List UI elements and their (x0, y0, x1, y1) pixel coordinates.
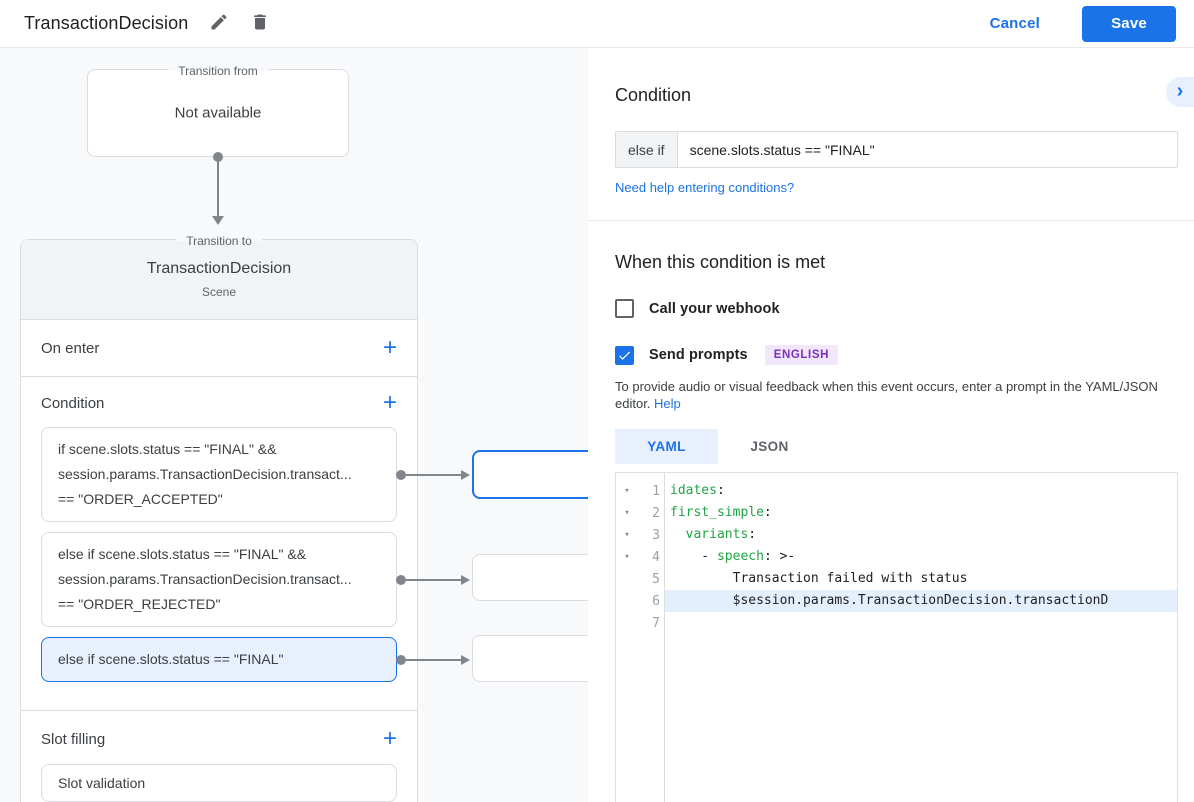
transition-target-node-1[interactable] (472, 450, 588, 499)
editor-code-area: idates: first_simple: variants: - speech:… (665, 473, 1177, 802)
condition-expression-input[interactable] (677, 132, 1177, 167)
line-number: 4 (652, 549, 660, 565)
code-line: variants: (685, 527, 757, 542)
code-line: first_simple: (670, 505, 772, 520)
add-on-enter-button[interactable] (383, 338, 397, 358)
transition-target-node-2[interactable] (472, 554, 588, 601)
scene-card-header[interactable]: TransactionDecision Scene (21, 240, 417, 320)
send-prompts-checkbox[interactable] (615, 345, 634, 365)
tab-yaml[interactable]: YAML (615, 429, 718, 464)
flow-canvas: Transition from Not available Transition… (0, 48, 588, 802)
transition-from-legend: Transition from (88, 62, 348, 80)
arrow-down-icon (212, 216, 224, 225)
transition-target-node-3[interactable] (472, 635, 588, 682)
condition-card[interactable]: else if scene.slots.status == "FINAL" (41, 637, 470, 682)
transition-from-value: Not available (174, 104, 262, 122)
line-number: 3 (652, 527, 660, 543)
code-line (665, 612, 1177, 634)
help-link[interactable]: Help (654, 396, 681, 411)
scene-type-label: Scene (201, 285, 237, 299)
condition-input-group: else if (615, 131, 1178, 168)
line-number: 1 (652, 483, 660, 499)
slot-filling-section: Slot filling Slot validation (21, 711, 417, 802)
connector-arrow (396, 469, 470, 480)
main-area: Transition from Not available Transition… (0, 48, 1194, 802)
transition-to-card: Transition to TransactionDecision Scene … (20, 234, 470, 802)
code-line: Transaction failed with status (670, 571, 968, 586)
condition-handlers-section: When this condition is met Call your web… (588, 252, 1194, 802)
add-slot-button[interactable] (383, 729, 397, 749)
top-bar: TransactionDecision Cancel Save (0, 0, 1194, 48)
editor-gutter: ▾ 1 ▾ 2 ▾ 3 ▾ 4 5 6 7 (616, 473, 665, 802)
condition-card[interactable]: else if scene.slots.status == "FINAL" &&… (41, 532, 470, 627)
add-condition-button[interactable] (383, 393, 397, 413)
conditions-help-link[interactable]: Need help entering conditions? (615, 180, 795, 195)
condition-header-section: Condition else if Need help entering con… (588, 48, 1194, 221)
on-enter-section: On enter (21, 320, 417, 377)
slot-filling-label: Slot filling (41, 730, 106, 748)
code-line: $session.params.TransactionDecision.tran… (665, 590, 1177, 612)
trash-icon (250, 12, 270, 35)
send-prompts-row: Send prompts ENGLISH (615, 345, 1178, 365)
line-number: 6 (652, 593, 660, 609)
language-badge: ENGLISH (764, 345, 839, 365)
condition-card[interactable]: if scene.slots.status == "FINAL" &&sessi… (41, 427, 470, 522)
panel-title: Condition (615, 85, 692, 105)
slot-filling-header: Slot filling (41, 727, 397, 751)
checkmark-icon (619, 350, 631, 360)
page-title: TransactionDecision (24, 13, 189, 33)
edit-button[interactable] (209, 12, 229, 35)
transition-from-node: Transition from Not available (87, 64, 349, 157)
condition-list: if scene.slots.status == "FINAL" &&sessi… (41, 427, 470, 682)
fold-toggle-icon[interactable]: ▾ (624, 486, 630, 496)
connector-arrow (396, 574, 470, 585)
webhook-label: Call your webhook (649, 300, 780, 317)
yaml-code-editor[interactable]: ▾ 1 ▾ 2 ▾ 3 ▾ 4 5 6 7 idates: first_simple: variant… (615, 472, 1178, 802)
flow-connector-line (217, 157, 219, 217)
condition-detail-panel: Condition else if Need help entering con… (588, 48, 1194, 802)
pencil-icon (209, 12, 229, 35)
topbar-actions: Cancel Save (989, 5, 1176, 42)
connector-arrow (396, 654, 470, 665)
delete-button[interactable] (250, 12, 270, 35)
line-number: 2 (652, 505, 660, 521)
collapse-panel-button[interactable] (1166, 77, 1194, 107)
line-number: 7 (652, 615, 660, 631)
slot-validation-card[interactable]: Slot validation (41, 764, 397, 802)
send-prompts-label: Send prompts (649, 347, 748, 363)
webhook-row: Call your webhook (615, 299, 1178, 318)
line-number: 5 (652, 571, 660, 587)
condition-prefix: else if (616, 132, 678, 167)
fold-toggle-icon[interactable]: ▾ (624, 530, 630, 540)
cancel-button[interactable]: Cancel (989, 15, 1040, 32)
prompt-helper-text: To provide audio or visual feedback when… (615, 379, 1158, 411)
condition-label: Condition (41, 394, 105, 412)
fold-toggle-icon[interactable]: ▾ (624, 508, 630, 518)
code-line: - speech: >- (670, 549, 796, 564)
condition-section-header: Condition (41, 391, 397, 415)
code-line: idates: (670, 483, 725, 498)
save-button[interactable]: Save (1082, 5, 1176, 42)
scene-name: TransactionDecision (146, 260, 292, 277)
webhook-checkbox[interactable] (615, 299, 634, 318)
when-met-title: When this condition is met (615, 252, 826, 272)
condition-section: Condition if scene.slots.status == "FINA… (21, 377, 470, 711)
on-enter-label: On enter (41, 339, 100, 357)
tab-json[interactable]: JSON (718, 429, 821, 464)
fold-toggle-icon[interactable]: ▾ (624, 552, 630, 562)
